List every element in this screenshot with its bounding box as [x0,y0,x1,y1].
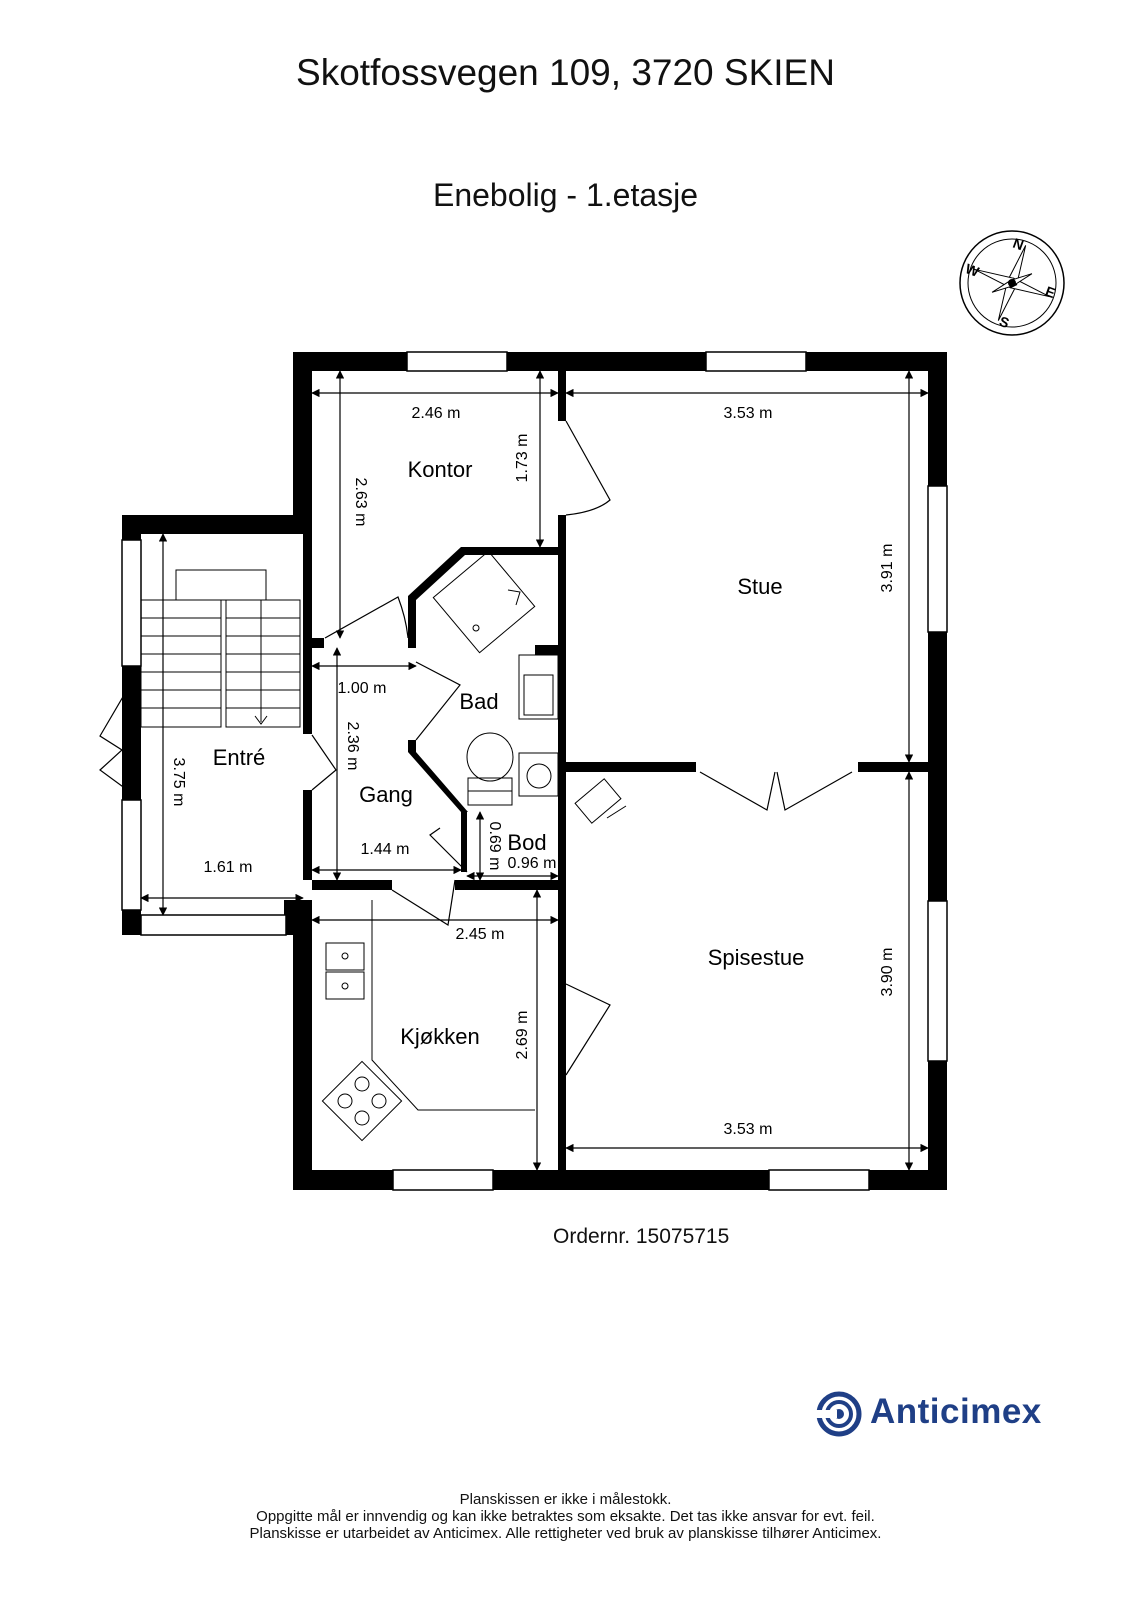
dim-kontor-closet: 1.73 m [514,434,531,483]
anticimex-logo-icon [815,1391,862,1437]
dim-kjokken-width: 2.45 m [456,926,505,943]
fixtures [140,550,627,1142]
room-label-spisestue: Spisestue [708,945,805,970]
anticimex-logo: Anticimex [815,1390,1075,1440]
dimension-labels: 2.46 m 2.63 m 1.73 m 3.53 m 3.91 m 1.00 … [170,405,896,1138]
walls [122,352,947,1190]
dim-kjokken-depth: 2.69 m [514,1011,531,1060]
room-labels: Kontor Stue Bad Entré Gang Bod Kjøkken S… [213,457,805,1049]
disclaimer-notes: Planskissen er ikke i målestokk. Oppgitt… [0,1491,1131,1542]
dim-bod-width: 0.96 m [508,855,557,872]
note-line: Oppgitte mål er innvendig og kan ikke be… [256,1508,875,1525]
note-line: Planskisse er utarbeidet av Anticimex. A… [249,1525,882,1542]
dim-kontor-width: 2.46 m [412,405,461,422]
room-label-bod: Bod [507,830,546,855]
dim-gang-lower: 1.44 m [361,841,410,858]
plan-address: Skotfossvegen 109, 3720 SKIEN [296,52,835,93]
compass-rose-icon: N S E W [959,230,1065,336]
dim-spisestue-width: 3.53 m [724,1121,773,1138]
dim-spisestue-depth: 3.90 m [879,948,896,997]
dim-stue-width: 3.53 m [724,405,773,422]
room-label-gang: Gang [359,782,413,807]
dim-gang-depth: 2.36 m [344,722,361,771]
dim-entre-depth: 3.75 m [170,758,187,807]
plan-floor-title: Enebolig - 1.etasje [432,177,699,213]
room-label-kjokken: Kjøkken [400,1024,479,1049]
room-label-stue: Stue [737,574,782,599]
dim-entre-width: 1.61 m [204,859,253,876]
dim-stue-depth: 3.91 m [879,544,896,593]
dim-gang-width: 1.00 m [338,680,387,697]
room-label-kontor: Kontor [408,457,473,482]
room-label-entre: Entré [213,745,266,770]
room-label-bad: Bad [459,689,498,714]
order-number: Ordernr. 15075715 [553,1225,730,1248]
brand-name: Anticimex [870,1392,1042,1431]
windows [121,351,948,1191]
dim-bod-depth: 0.69 m [486,822,503,871]
note-line: Planskissen er ikke i målestokk. [459,1491,672,1508]
dim-kontor-depth: 2.63 m [352,478,369,527]
compass-west-label: W [963,260,982,280]
dimension-lines [140,370,929,1171]
